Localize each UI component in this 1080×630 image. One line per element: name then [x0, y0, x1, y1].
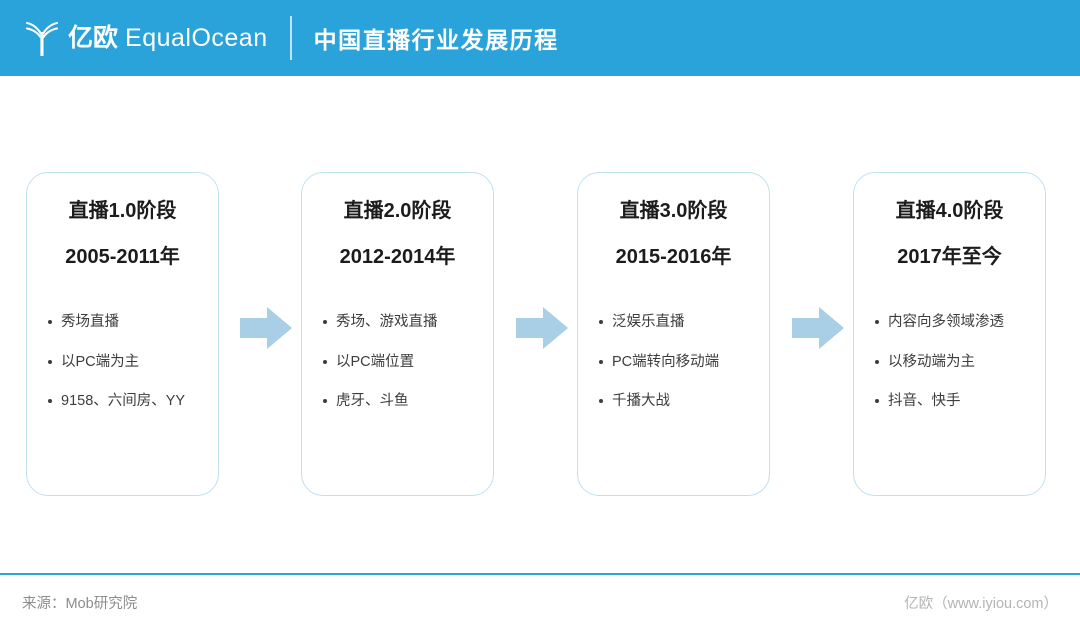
stage-card-years: 2015-2016年 — [615, 246, 732, 268]
brand-lockup: 亿欧 EqualOcean — [22, 0, 268, 76]
footer-site-label: 亿欧（www.iyiou.com） — [904, 596, 1058, 612]
brand-name-cn: 亿欧 — [68, 23, 119, 52]
stage-card-bullets: 内容向多领域渗透 以移动端为主 抖音、快手 — [854, 315, 1045, 409]
stage-card-bullets: 秀场直播 以PC端为主 9158、六间房、YY — [27, 315, 218, 409]
stage-card-2: 直播2.0阶段 2012-2014年 秀场、游戏直播 以PC端位置 虎牙、斗鱼 — [301, 172, 494, 496]
stage-card-1: 直播1.0阶段 2005-2011年 秀场直播 以PC端为主 9158、六间房、… — [26, 172, 219, 496]
stage-card-bullets: 泛娱乐直播 PC端转向移动端 千播大战 — [578, 315, 769, 409]
list-item: PC端转向移动端 — [598, 354, 769, 370]
stage-card-bullets: 秀场、游戏直播 以PC端位置 虎牙、斗鱼 — [302, 315, 493, 409]
stage-card-title: 直播1.0阶段 — [68, 200, 177, 222]
page-header: 亿欧 EqualOcean 中国直播行业发展历程 — [0, 0, 1080, 76]
stage-card-4: 直播4.0阶段 2017年至今 内容向多领域渗透 以移动端为主 抖音、快手 — [853, 172, 1046, 496]
stage-card-years: 2005-2011年 — [65, 246, 180, 268]
list-item: 虎牙、斗鱼 — [322, 394, 493, 409]
stage-card-years: 2012-2014年 — [339, 246, 456, 268]
list-item: 以移动端为主 — [874, 354, 1045, 370]
arrow-right-icon — [516, 307, 568, 349]
list-item: 内容向多领域渗透 — [874, 315, 1045, 330]
arrow-right-icon — [240, 307, 292, 349]
page-title: 中国直播行业发展历程 — [313, 27, 559, 53]
list-item: 9158、六间房、YY — [47, 394, 218, 409]
stage-card-title: 直播2.0阶段 — [343, 200, 452, 222]
list-item: 抖音、快手 — [874, 394, 1045, 409]
footer-divider — [0, 573, 1080, 575]
header-divider — [289, 16, 292, 60]
stage-card-3: 直播3.0阶段 2015-2016年 泛娱乐直播 PC端转向移动端 千播大战 — [577, 172, 770, 496]
list-item: 秀场、游戏直播 — [322, 315, 493, 330]
list-item: 以PC端位置 — [322, 354, 493, 370]
arrow-right-icon — [792, 307, 844, 349]
equalocean-tree-logo-icon — [22, 16, 62, 60]
list-item: 泛娱乐直播 — [598, 315, 769, 330]
stage-card-title: 直播3.0阶段 — [619, 200, 728, 222]
brand-name-en: EqualOcean — [125, 23, 268, 52]
list-item: 以PC端为主 — [47, 354, 218, 370]
timeline-stage: 直播1.0阶段 2005-2011年 秀场直播 以PC端为主 9158、六间房、… — [0, 76, 1080, 573]
stage-card-years: 2017年至今 — [897, 246, 1002, 268]
footer-source-label: 来源：Mob研究院 — [22, 596, 138, 612]
stage-card-title: 直播4.0阶段 — [895, 200, 1004, 222]
page-footer: 来源：Mob研究院 亿欧（www.iyiou.com） — [0, 575, 1080, 630]
list-item: 千播大战 — [598, 394, 769, 409]
list-item: 秀场直播 — [47, 315, 218, 330]
